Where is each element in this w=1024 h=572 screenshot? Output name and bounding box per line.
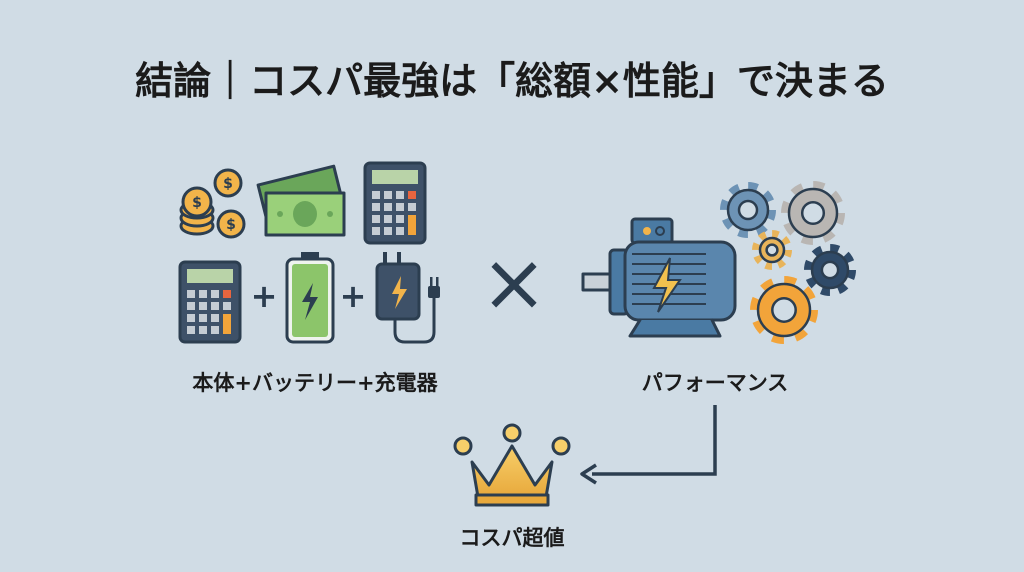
crown-icon [453,423,571,507]
calculator-icon [363,161,427,245]
plus-sign: + [251,277,278,315]
page-title: 結論｜コスパ最強は「総額×性能」で決まる [135,59,889,103]
gear-icon [752,230,792,270]
electric-motor-icon [581,217,737,338]
coin-symbol: $ [223,176,233,192]
coin-symbol: $ [226,217,236,233]
gear-icon [750,276,818,344]
banknotes-icon [256,164,346,237]
calculator-icon [178,260,242,344]
battery-icon [285,252,335,344]
gear-icon [720,182,776,238]
total-cost-label: 本体+バッテリー+充電器 [192,371,438,395]
coins-icon: $ $ $ [179,168,246,239]
arrow-icon [580,405,717,485]
performance-label: パフォーマンス [642,371,789,395]
coin-symbol: $ [192,195,202,211]
gear-icon [804,244,856,296]
gear-icon [781,181,845,245]
multiply-sign: × [480,236,547,329]
plus-sign: + [340,277,367,315]
value-for-money-label: コスパ超値 [460,526,565,550]
gears-icon [720,181,856,344]
charger-icon [375,252,440,344]
